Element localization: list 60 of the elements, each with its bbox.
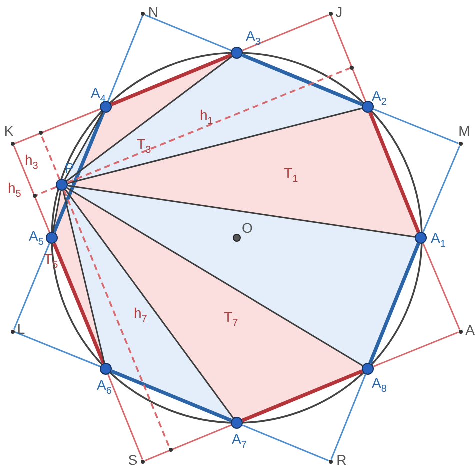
line-segment [144,14,232,52]
line-segment [422,146,461,233]
point-label: J [336,5,343,20]
line-segment [68,108,362,184]
line-segment [52,190,62,232]
line-segment [14,108,101,144]
point-label: L [17,322,26,336]
point-label: A$_{2}$ [372,89,387,103]
region-label: h$_{7}$ [134,306,148,320]
line-segment [422,243,461,330]
region-label: h$_{5}$ [8,181,22,195]
line-segment [242,424,330,462]
point-label: S [128,452,138,466]
line-segment [373,332,460,368]
line-segment [13,243,50,330]
line-segment [66,187,364,367]
line-segment [14,332,101,368]
line-segment [110,54,232,106]
line-segment [108,374,144,460]
line-segment [62,190,106,364]
line-segment [110,370,232,422]
point-label: N [148,5,159,20]
line-segment [242,54,364,106]
foot-point [38,131,43,136]
height-line [67,68,351,184]
line-segment [144,424,232,462]
region-label: T$_{7}$ [224,310,238,324]
point-label: A$_{4}$ [91,86,106,100]
point-label: M [458,124,470,138]
line-segment [13,146,50,233]
line-segment [64,112,104,180]
foot-point [350,66,354,70]
line-segment [368,112,420,234]
height-line [36,186,57,196]
region-label: T$_{1}$ [284,166,298,180]
foot-point [32,194,37,198]
line-segment [52,242,106,364]
point-label: O [242,221,253,235]
point-label: A$_{5}$ [29,229,44,243]
region-label: h$_{3}$ [25,153,38,167]
point-label: A$_{8}$ [372,376,387,390]
point-label: R [336,452,347,466]
line-segment [242,370,364,422]
region-label: T$_{3}$ [137,137,152,151]
foot-point [168,448,173,452]
line-segment [373,108,460,144]
region-label: h$_{1}$ [200,108,214,122]
line-segment [108,16,144,102]
point-label: A$_{1}$ [431,231,446,245]
line-segment [68,185,416,238]
point-label: A$_{6}$ [97,378,112,392]
height-line [63,190,171,449]
point-label: K [4,124,14,138]
point-label: A$_{7}$ [232,432,247,446]
line-segment [330,374,366,460]
line-segment [330,16,366,102]
height-line [40,134,61,180]
line-segment [368,242,420,364]
line-segment [242,14,330,52]
point-label: A [466,322,475,337]
